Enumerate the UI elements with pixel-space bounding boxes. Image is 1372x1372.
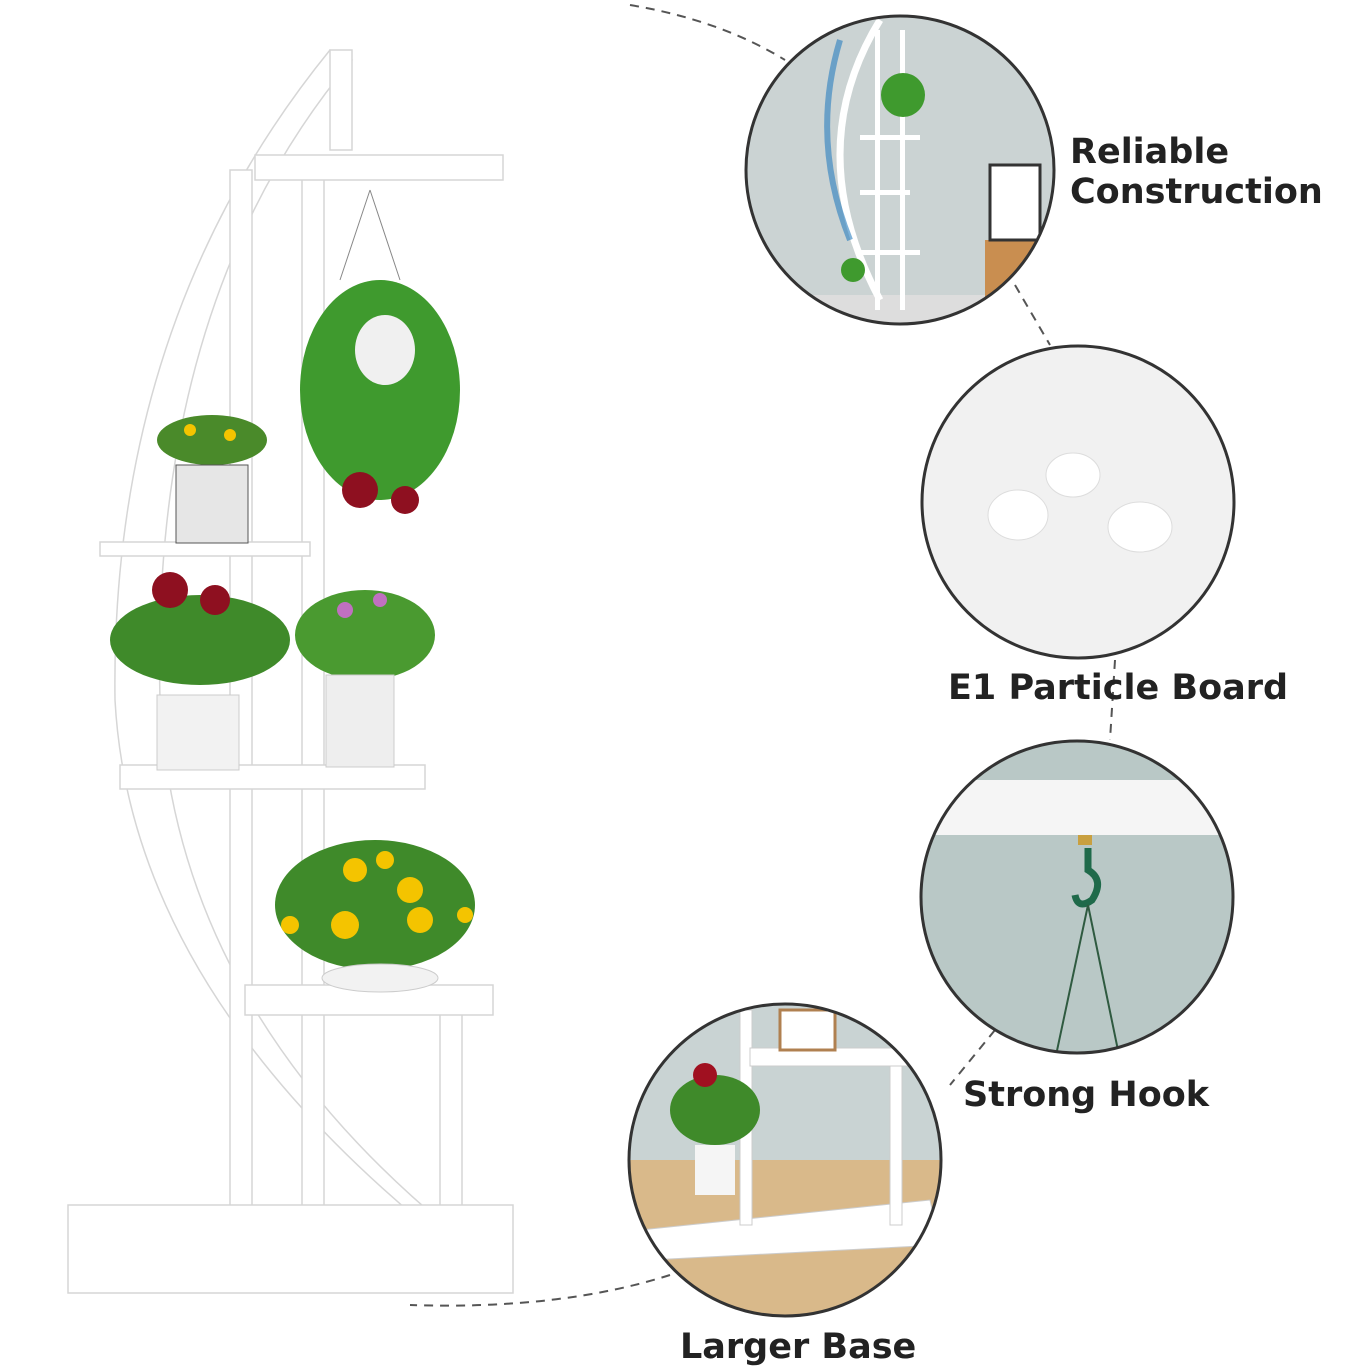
label-particle-board: E1 Particle Board [948,668,1289,708]
pot-plant-top-left [157,415,267,544]
detail-circle-particle-board [920,344,1236,660]
detail-circle-base [627,1002,943,1318]
pot-plant-pink [295,590,435,768]
label-larger-base: Larger Base [680,1327,917,1367]
dashed-connector-lines [409,4,1116,1307]
plant-stand [67,49,514,1294]
detail-circle-construction [744,14,1056,326]
hanging-plant [300,189,460,514]
label-line-2: Construction [1070,172,1323,212]
detail-circle-hook [919,739,1235,1055]
label-reliable-construction: Reliable Construction [1070,132,1323,212]
shelf-2 [99,541,311,557]
pot-plant-yellow [275,840,475,993]
top-shelf [254,154,504,181]
label-strong-hook: Strong Hook [963,1075,1210,1115]
base [67,1204,514,1294]
pot-plant-red [110,572,290,771]
label-line-1: Reliable [1070,132,1230,172]
